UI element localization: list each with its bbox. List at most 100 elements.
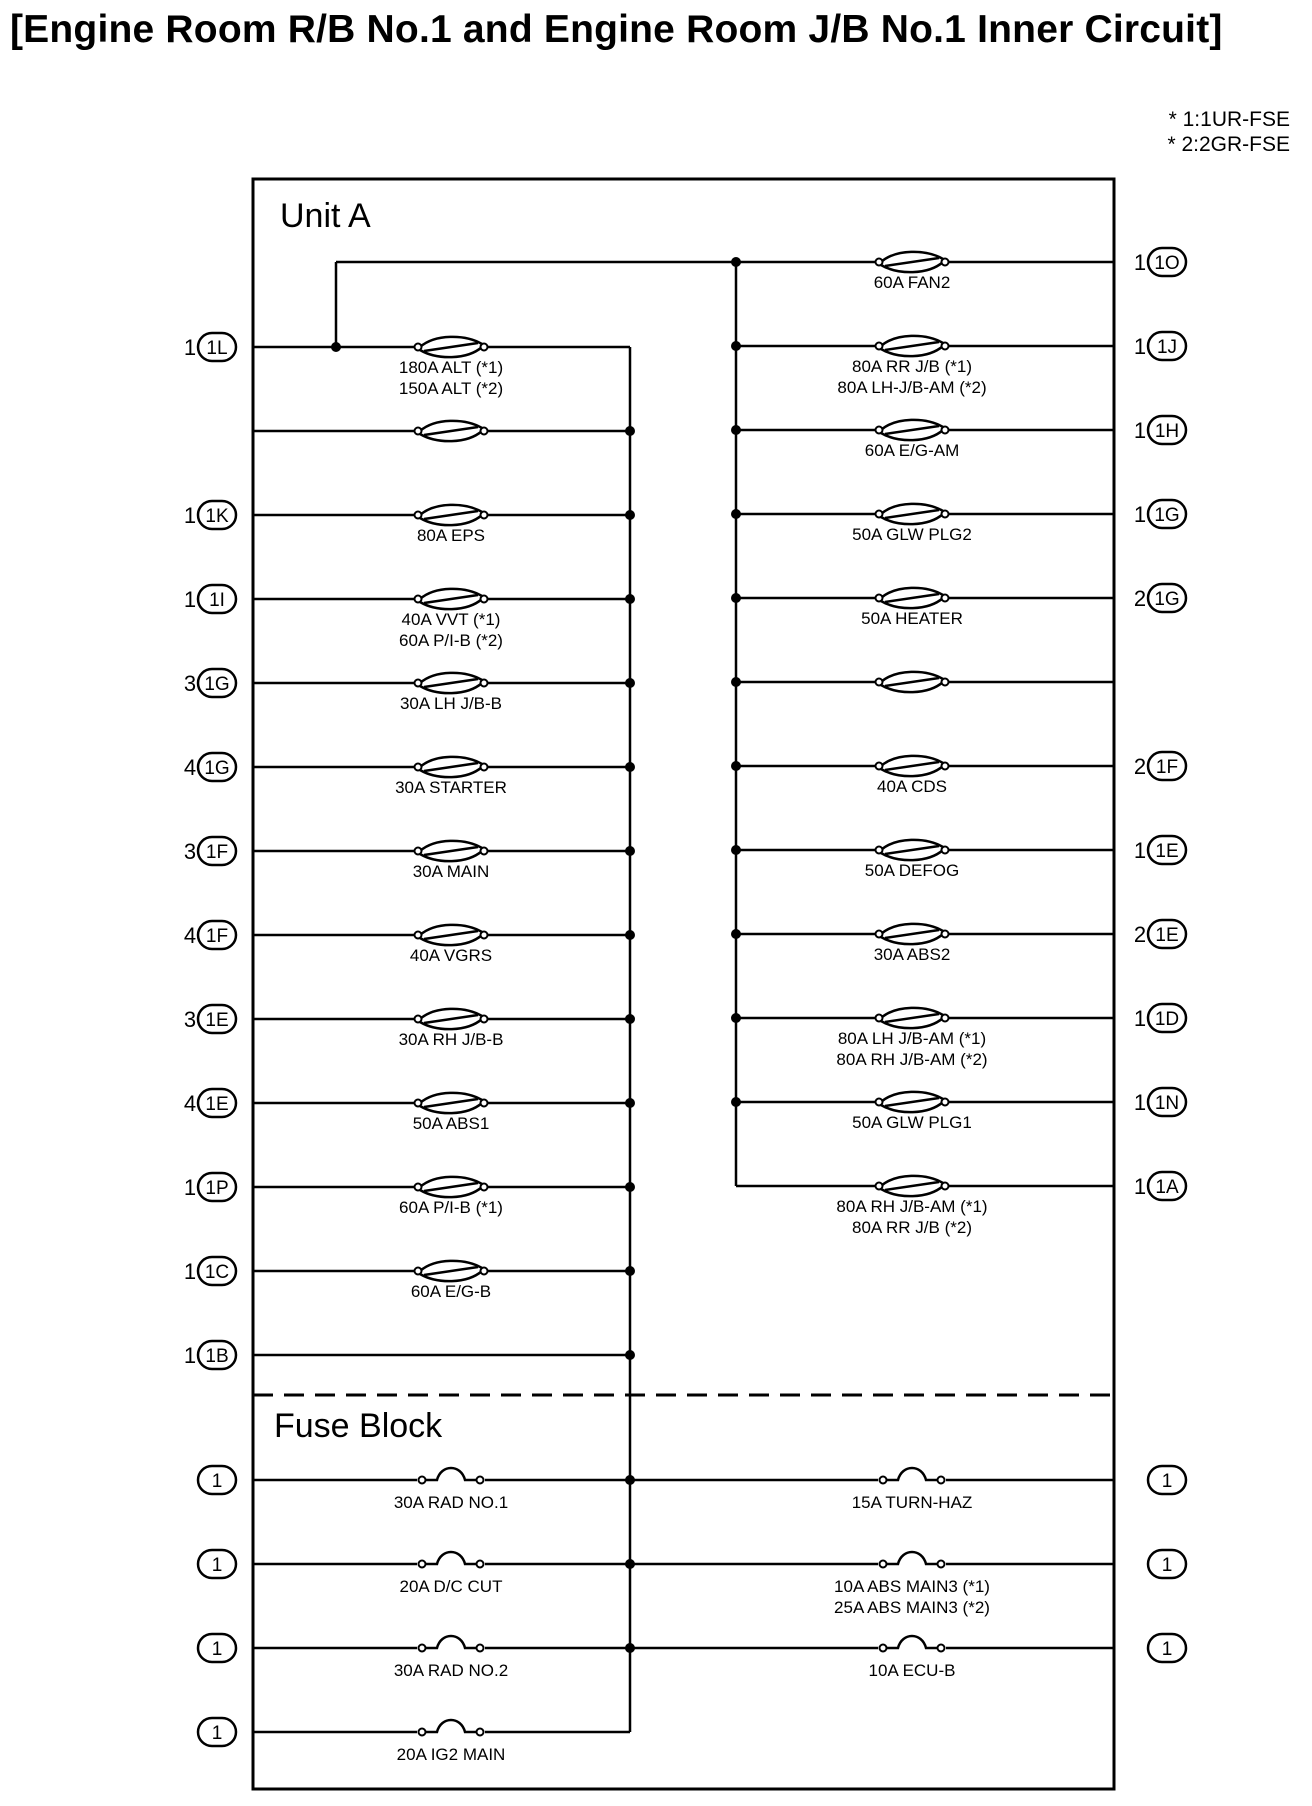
connector-oval xyxy=(196,1548,238,1580)
junction-dot xyxy=(731,509,741,519)
fuse-label: 40A VVT (*1) xyxy=(402,610,501,629)
fusible-link-symbol xyxy=(413,839,489,863)
connector-id: 1F xyxy=(206,926,228,947)
connector-oval xyxy=(1146,918,1188,950)
page-title: [Engine Room R/B No.1 and Engine Room J/… xyxy=(10,8,1223,51)
fusible-link-symbol xyxy=(874,250,950,274)
pin-number: 3 xyxy=(184,1007,196,1032)
fuse-gap xyxy=(878,1466,946,1482)
fuse-terminal xyxy=(874,425,884,435)
fuse-terminal xyxy=(874,1013,884,1023)
pin-number: 3 xyxy=(184,839,196,864)
fusible-link-symbol xyxy=(874,502,950,526)
fuse-terminal xyxy=(479,1098,489,1108)
fuse-label: 30A STARTER xyxy=(395,778,507,797)
connector-id: 1C xyxy=(205,1262,229,1283)
connector-oval xyxy=(1146,330,1188,362)
fusible-link-symbol xyxy=(874,838,950,862)
fusible-link-symbol xyxy=(874,670,950,694)
fusible-link-symbol xyxy=(874,1174,950,1198)
fuse-body xyxy=(880,502,944,526)
connector-id: 1 xyxy=(1162,1639,1173,1660)
fuse-terminal xyxy=(413,846,423,856)
fuse-terminal xyxy=(413,1014,423,1024)
fuse-terminal xyxy=(479,426,489,436)
fuse-element xyxy=(425,1550,477,1566)
connector-oval xyxy=(196,1171,238,1203)
fuse-terminal xyxy=(479,342,489,352)
connector-oval xyxy=(1146,498,1188,530)
connector-id: 1 xyxy=(212,1639,223,1660)
fuse-terminal xyxy=(940,845,950,855)
fuse-label: 30A RH J/B-B xyxy=(399,1030,504,1049)
pin-number: 2 xyxy=(1134,922,1146,947)
fuse-terminal xyxy=(878,1475,888,1485)
fuse-terminal xyxy=(413,930,423,940)
pin-number: 1 xyxy=(1134,1006,1146,1031)
fuse-body xyxy=(419,923,483,947)
fusible-link-symbol xyxy=(413,1175,489,1199)
fusible-link-symbol xyxy=(874,334,950,358)
fuse-label: 30A ABS2 xyxy=(874,945,951,964)
fusible-link-symbol xyxy=(413,671,489,695)
junction-dot xyxy=(731,1097,741,1107)
junction-dot xyxy=(731,341,741,351)
connector: 3 1E xyxy=(184,1003,238,1035)
connector-id: 1E xyxy=(205,1010,228,1031)
connector-oval xyxy=(196,1255,238,1287)
junction-dot xyxy=(625,1266,635,1276)
fusible-link-symbol xyxy=(874,1006,950,1030)
fuse-label: 80A RR J/B (*1) xyxy=(852,357,972,376)
connector-oval xyxy=(1146,582,1188,614)
fuse-symbols xyxy=(413,250,950,1737)
connector-oval xyxy=(196,499,238,531)
connector-id: 1F xyxy=(206,842,228,863)
fusible-link-symbol xyxy=(413,1259,489,1283)
fuse-terminal xyxy=(475,1559,485,1569)
fuse-symbol xyxy=(878,1466,946,1485)
fuse-label: 20A IG2 MAIN xyxy=(397,1745,506,1764)
fuse-body xyxy=(419,1259,483,1283)
pin-number: 4 xyxy=(184,755,196,780)
fuse-body xyxy=(419,1175,483,1199)
fuse-terminal xyxy=(417,1475,427,1485)
fuse-terminal xyxy=(940,761,950,771)
pin-number: 1 xyxy=(1134,1090,1146,1115)
fuse-terminal xyxy=(874,845,884,855)
fuse-label: 10A ABS MAIN3 (*1) xyxy=(834,1577,990,1596)
junction-dot xyxy=(331,342,341,352)
fuse-body xyxy=(880,334,944,358)
unit-frame xyxy=(251,177,1116,1791)
fuse-label: 50A HEATER xyxy=(861,609,963,628)
fuse-gap xyxy=(417,1718,485,1734)
fusible-link-symbol xyxy=(413,503,489,527)
fuse-element xyxy=(886,1466,938,1482)
fuse-terminal xyxy=(413,1098,423,1108)
fuse-gap xyxy=(417,1550,485,1566)
fuse-terminal xyxy=(475,1727,485,1737)
fuse-terminal xyxy=(479,594,489,604)
connector-oval xyxy=(1146,834,1188,866)
junction-dot xyxy=(625,426,635,436)
connector-id: 1P xyxy=(205,1178,228,1199)
fuse-gap xyxy=(878,1634,946,1650)
fuse-terminal xyxy=(413,678,423,688)
fuse-body xyxy=(419,419,483,443)
connector-oval xyxy=(196,1716,238,1748)
connector-oval xyxy=(196,1632,238,1664)
connector-oval xyxy=(196,667,238,699)
pin-number: 1 xyxy=(1134,250,1146,275)
junction-dot xyxy=(625,594,635,604)
fuse-terminal xyxy=(874,593,884,603)
fuse-gap xyxy=(878,1550,946,1566)
connector-oval xyxy=(1146,1170,1188,1202)
connector-id: 1E xyxy=(1155,841,1178,862)
fuse-label: 15A TURN-HAZ xyxy=(852,1493,973,1512)
